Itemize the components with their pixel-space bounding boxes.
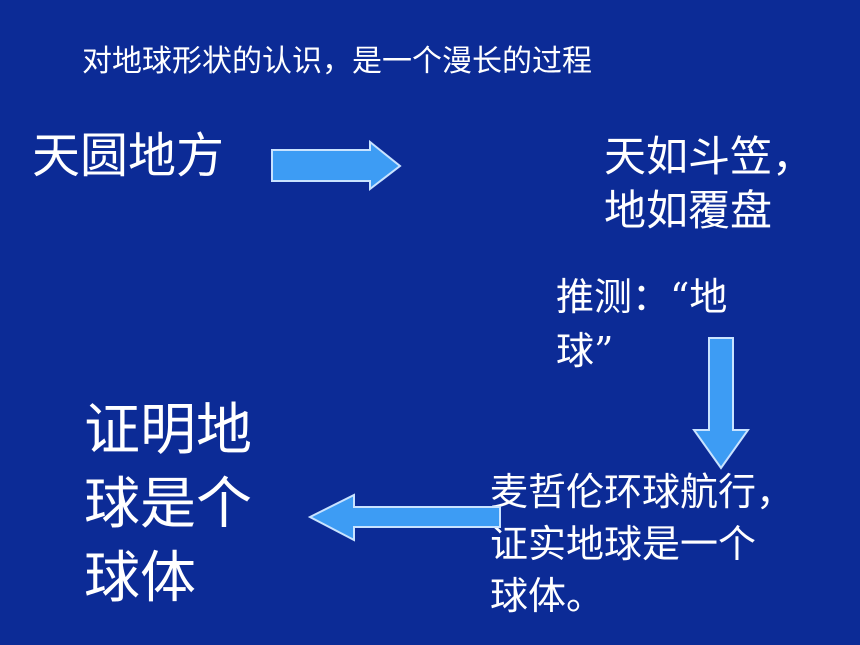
- node-speculation-earth-sphere: 推测：“地 球”: [556, 275, 728, 373]
- arrow-down-shape: [692, 337, 750, 470]
- arrow-left-shape: [307, 493, 501, 542]
- node-heaven-round-earth-square: 天圆地方: [32, 128, 225, 184]
- node-proof-earth-sphere: 证明地 球是个 球体: [84, 398, 252, 611]
- node-heaven-like-hat: 天如斗笠， 地如覆盘: [604, 132, 815, 235]
- arrow-right-shape: [271, 139, 402, 192]
- slide-subtitle: 对地球形状的认识，是一个漫长的过程: [82, 44, 592, 79]
- node-magellan-voyage: 麦哲伦环球航行， 证实地球是一个 球体。: [490, 470, 795, 618]
